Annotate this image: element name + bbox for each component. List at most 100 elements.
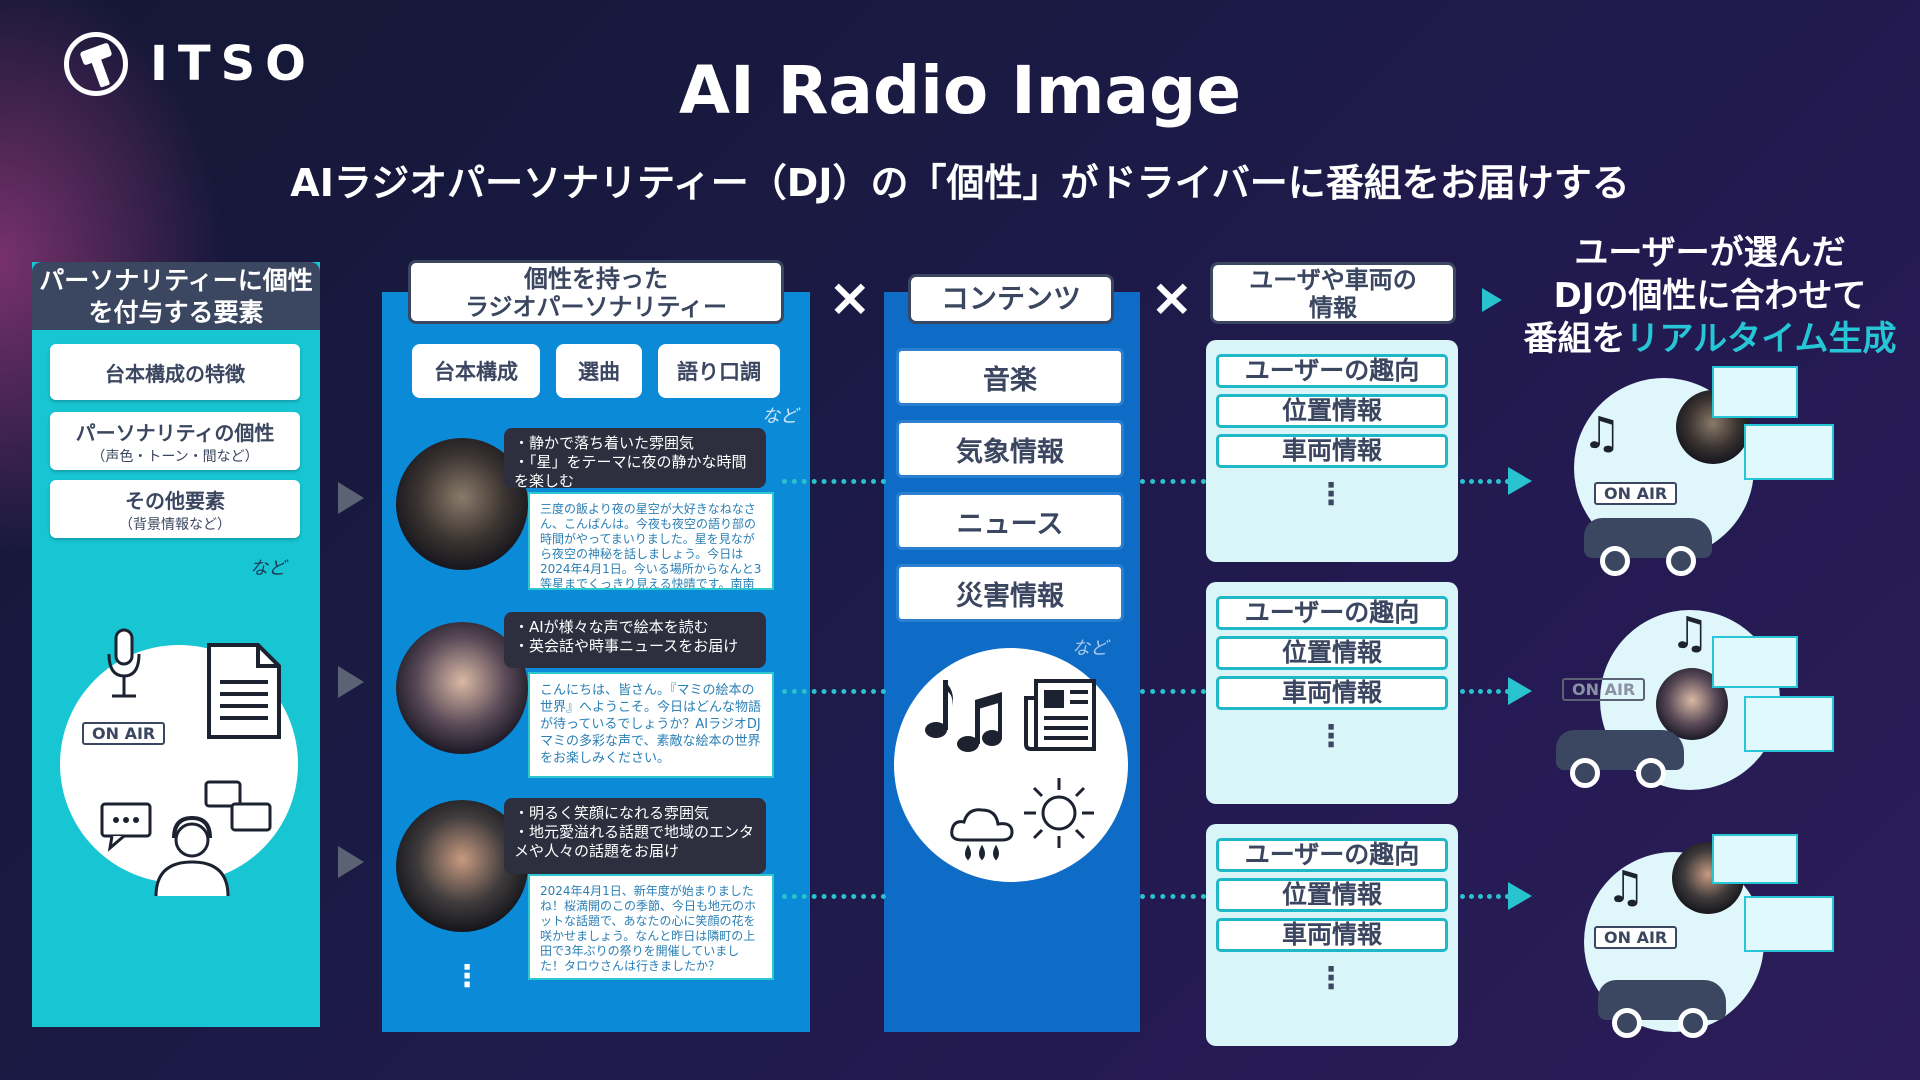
- dj-script-card-2: こんにちは、皆さん。『マミの絵本の世界』へようこそ。今日はどんな物語が待っている…: [528, 672, 774, 778]
- times-operator: ×: [1150, 268, 1194, 328]
- arrow-right-icon: [338, 666, 364, 698]
- bubble-line: ・英会話や時事ニュースをお届け: [514, 637, 739, 655]
- sun-icon: [1022, 776, 1096, 854]
- connector-line: [1460, 689, 1510, 694]
- more-dots: ⋮: [1316, 477, 1346, 512]
- more-dots: ⋮: [1316, 961, 1346, 996]
- pill-script: 台本構成: [412, 344, 540, 398]
- screen-panel: [1712, 366, 1798, 418]
- on-air-sign: ON AIR: [1562, 678, 1646, 701]
- element-sublabel: （声色・トーン・間など）: [91, 448, 259, 465]
- car-wheel: [1612, 1008, 1642, 1038]
- chat-bubbles-icon: [98, 778, 278, 902]
- arrow-right-icon: [1508, 882, 1532, 910]
- dj-script-card-1: 三度の飯より夜の星空が大好きなねなさん、こんばんは。今夜も夜空の語り部の時間がや…: [528, 492, 774, 590]
- location-info: 位置情報: [1216, 878, 1448, 912]
- music-notes-icon: [922, 672, 1002, 760]
- result-heading: ユーザーが選んだ DJの個性に合わせて 番組をリアルタイム生成: [1500, 232, 1920, 361]
- etc-label: など: [250, 558, 286, 579]
- dj-bubble-3: ・明るく笑顔になれる雰囲気 ・地元愛溢れる話題で地域のエンタメや人々の話題をお届…: [504, 798, 766, 874]
- heading-line: ラジオパーソナリティー: [464, 293, 728, 321]
- heading-line: 情報: [1309, 294, 1357, 322]
- etc-label: など: [1072, 638, 1108, 659]
- newspaper-icon: [1022, 678, 1098, 756]
- user-preference: ユーザーの趣向: [1216, 838, 1448, 872]
- arrow-right-icon: [338, 846, 364, 878]
- car-wheel: [1570, 758, 1600, 788]
- connector-line: [1140, 479, 1206, 484]
- on-air-sign: ON AIR: [82, 722, 166, 745]
- arrow-right-icon: [1508, 677, 1532, 705]
- dj-bubble-2: ・AIが様々な声で絵本を読む ・英会話や時事ニュースをお届け: [504, 612, 766, 668]
- on-air-sign: ON AIR: [1594, 926, 1678, 949]
- connector-line: [782, 479, 886, 484]
- car-wheel: [1678, 1008, 1708, 1038]
- vehicle-info: 車両情報: [1216, 434, 1448, 468]
- connector-line: [1460, 479, 1510, 484]
- element-label: パーソナリティの個性: [75, 420, 275, 445]
- hammer-logo-icon: [64, 32, 128, 96]
- content-heading: コンテンツ: [908, 274, 1114, 324]
- on-air-sign: ON AIR: [1594, 482, 1678, 505]
- screen-panel: [1744, 896, 1834, 952]
- user-preference: ユーザーの趣向: [1216, 354, 1448, 388]
- screen-panel: [1712, 834, 1798, 884]
- rain-cloud-icon: [948, 800, 1018, 868]
- more-dots: ⋮: [1316, 719, 1346, 754]
- times-operator: ×: [828, 268, 872, 328]
- content-music: 音楽: [896, 348, 1124, 406]
- music-note-icon: ♫: [1606, 862, 1646, 913]
- user-info-box-1: ユーザーの趣向 位置情報 車両情報 ⋮: [1206, 340, 1458, 562]
- connector-line: [1140, 894, 1206, 899]
- music-note-icon: ♫: [1582, 408, 1622, 459]
- heading-line: ユーザや車両の: [1249, 266, 1417, 294]
- dj-bubble-1: ・静かで落ち着いた雰囲気 ・「星」をテーマに夜の静かな時間を楽しむ: [504, 428, 766, 490]
- dj-script-card-3: 2024年4月1日、新年度が始まりましたね！桜満開のこの季節、今日も地元のホット…: [528, 874, 774, 980]
- user-info-box-3: ユーザーの趣向 位置情報 車両情報 ⋮: [1206, 824, 1458, 1046]
- screen-panel: [1744, 696, 1834, 752]
- content-news: ニュース: [896, 492, 1124, 550]
- personality-elements-heading: パーソナリティーに個性 を付与する要素: [32, 262, 320, 330]
- result-line: DJの個性に合わせて: [1553, 276, 1867, 316]
- bubble-line: ・「星」をテーマに夜の静かな時間を楽しむ: [514, 453, 747, 490]
- element-label: 台本構成の特徴: [105, 361, 245, 386]
- heading-line: パーソナリティーに個性: [39, 266, 313, 295]
- itso-logo: ITSO: [64, 32, 316, 96]
- logo-text: ITSO: [150, 36, 316, 92]
- user-info-box-2: ユーザーの趣向 位置情報 車両情報 ⋮: [1206, 582, 1458, 804]
- heading-line: 個性を持った: [524, 265, 668, 293]
- arrow-right-icon: [1508, 467, 1532, 495]
- car-wheel: [1666, 546, 1696, 576]
- element-other: その他要素 （背景情報など）: [50, 480, 300, 538]
- element-personality: パーソナリティの個性 （声色・トーン・間など）: [50, 412, 300, 470]
- result-line: 番組をリアルタイム生成: [1500, 318, 1920, 361]
- car-wheel: [1636, 758, 1666, 788]
- bubble-line: ・地元愛溢れる話題で地域のエンタメや人々の話題をお届け: [514, 823, 755, 860]
- user-preference: ユーザーの趣向: [1216, 596, 1448, 630]
- car-wheel: [1600, 546, 1630, 576]
- content-disaster: 災害情報: [896, 564, 1124, 622]
- connector-line: [782, 689, 886, 694]
- element-sublabel: （背景情報など）: [119, 516, 231, 533]
- bubble-line: ・明るく笑顔になれる雰囲気: [514, 804, 710, 822]
- user-vehicle-heading: ユーザや車両の 情報: [1210, 262, 1456, 324]
- result-highlight: リアルタイム生成: [1625, 319, 1897, 359]
- radio-personality-heading: 個性を持った ラジオパーソナリティー: [408, 260, 784, 324]
- more-dots: ⋮: [452, 959, 482, 994]
- result-line-prefix: 番組を: [1523, 319, 1626, 359]
- page-title: AI Radio Image: [678, 52, 1242, 129]
- connector-line: [1460, 894, 1510, 899]
- screen-panel: [1744, 424, 1834, 480]
- vehicle-info: 車両情報: [1216, 676, 1448, 710]
- pill-song-selection: 選曲: [556, 344, 642, 398]
- pill-speaking-style: 語り口調: [658, 344, 780, 398]
- etc-label: など: [762, 406, 798, 427]
- arrow-right-icon: [1482, 288, 1502, 312]
- page-subtitle: AIラジオパーソナリティー（DJ）の「個性」がドライバーに番組をお届けする: [290, 161, 1630, 205]
- content-illustration: [894, 648, 1128, 882]
- result-line: ユーザーが選んだ: [1574, 233, 1846, 273]
- document-icon: [206, 642, 282, 744]
- music-note-icon: ♫: [1670, 608, 1710, 659]
- connector-line: [782, 894, 886, 899]
- bubble-line: ・静かで落ち着いた雰囲気: [514, 434, 695, 452]
